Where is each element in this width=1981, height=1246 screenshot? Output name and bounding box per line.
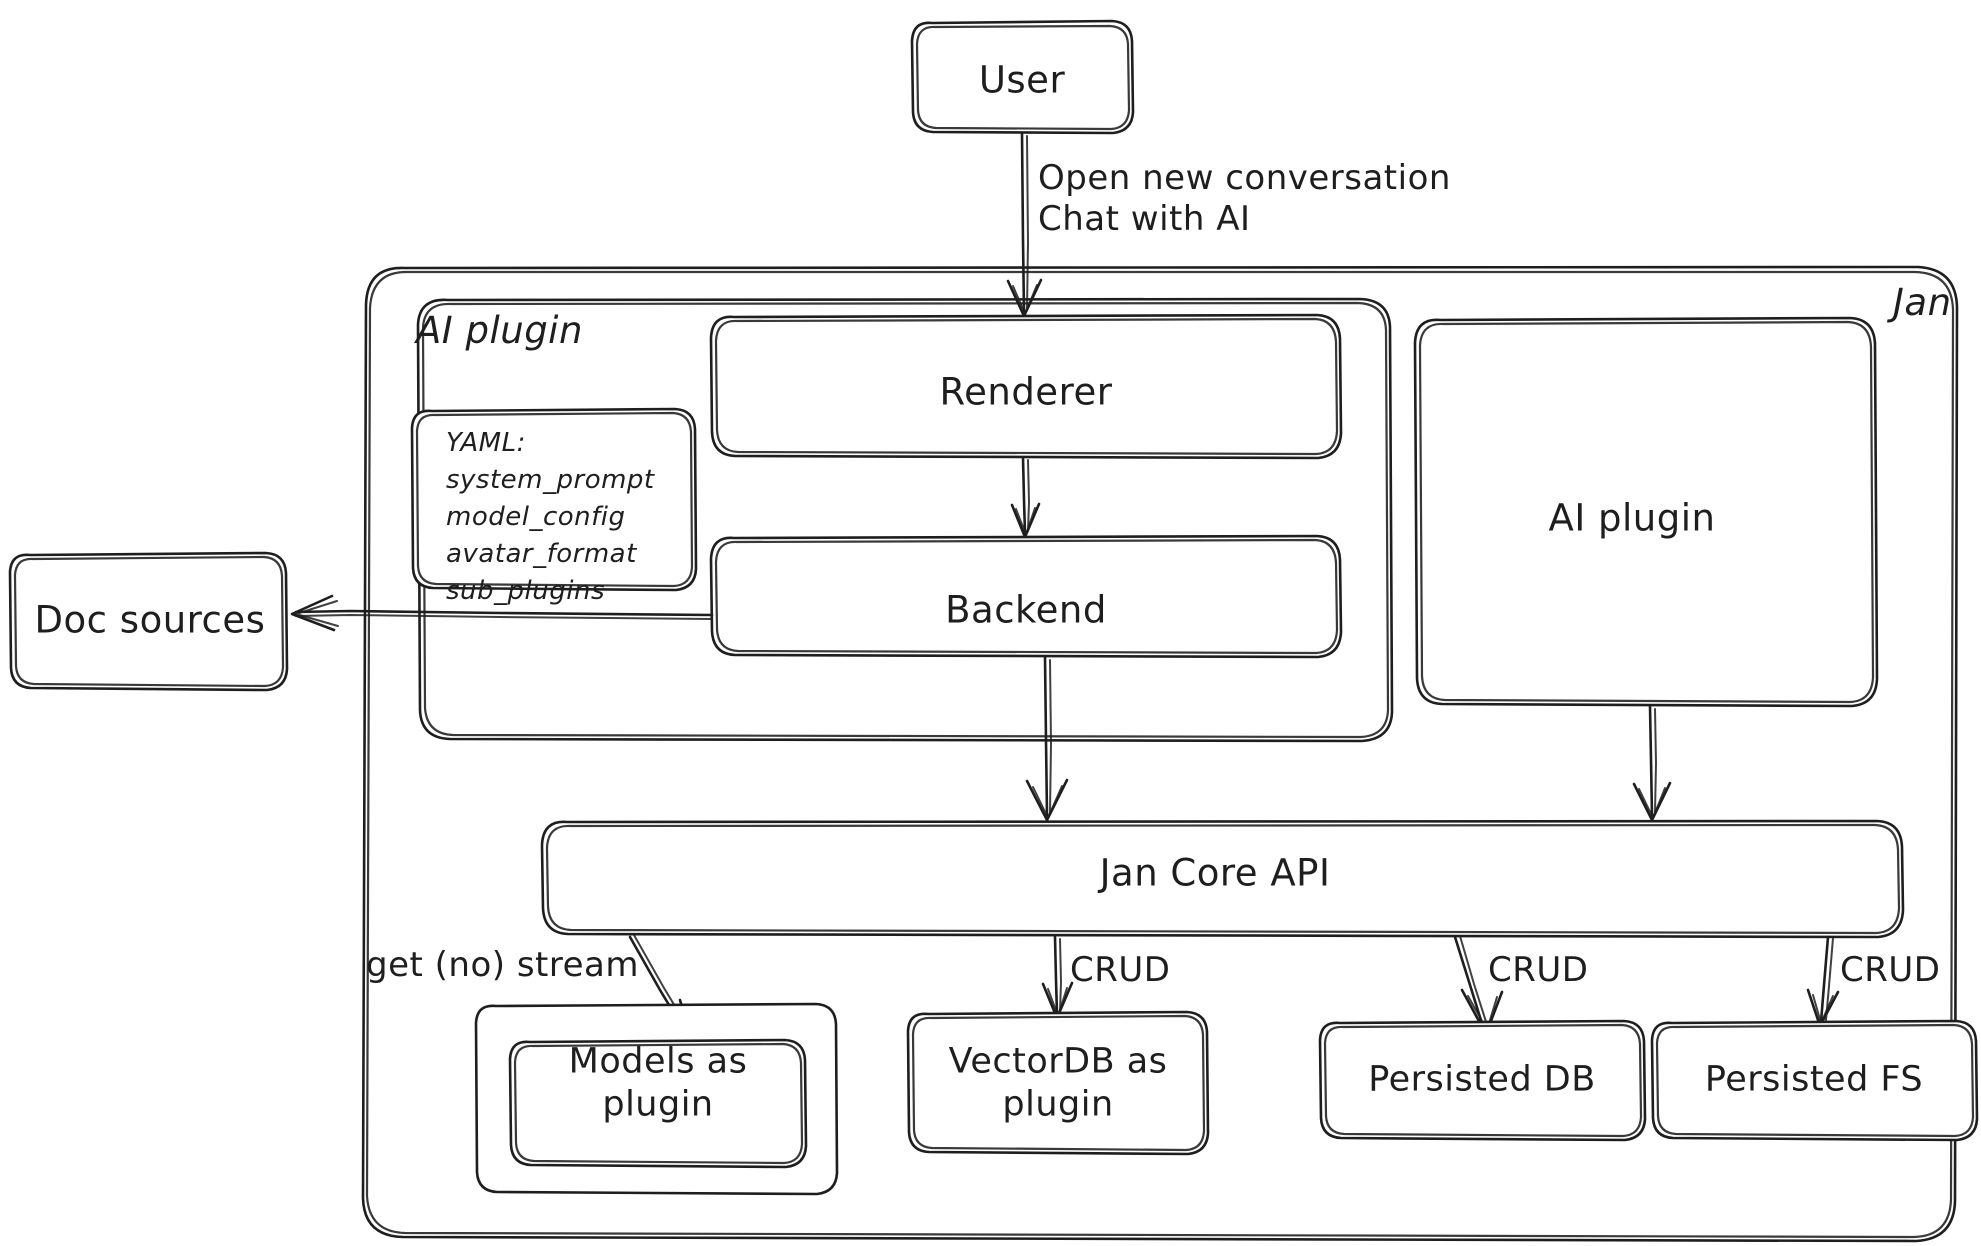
backend-box-shape bbox=[709, 534, 1343, 659]
arrow-backend-to-core-api bbox=[1025, 655, 1069, 822]
arrow-backend-to-doc-sources bbox=[290, 594, 714, 632]
yaml-card-shape bbox=[410, 407, 698, 592]
vectordb-plugin-box-shape bbox=[906, 1010, 1210, 1156]
models-plugin-box-shape bbox=[474, 1002, 839, 1196]
arrow-ai-plugin-to-core-api bbox=[1632, 704, 1672, 822]
doc-sources-box-shape bbox=[8, 551, 289, 692]
persisted-db-box-shape bbox=[1318, 1019, 1647, 1142]
user-box-shape bbox=[910, 19, 1135, 135]
persisted-fs-box-shape bbox=[1650, 1019, 1979, 1142]
ai-plugin-box-shape bbox=[1413, 316, 1879, 708]
renderer-box-shape bbox=[709, 313, 1343, 460]
jan-core-api-box-shape bbox=[540, 819, 1905, 939]
